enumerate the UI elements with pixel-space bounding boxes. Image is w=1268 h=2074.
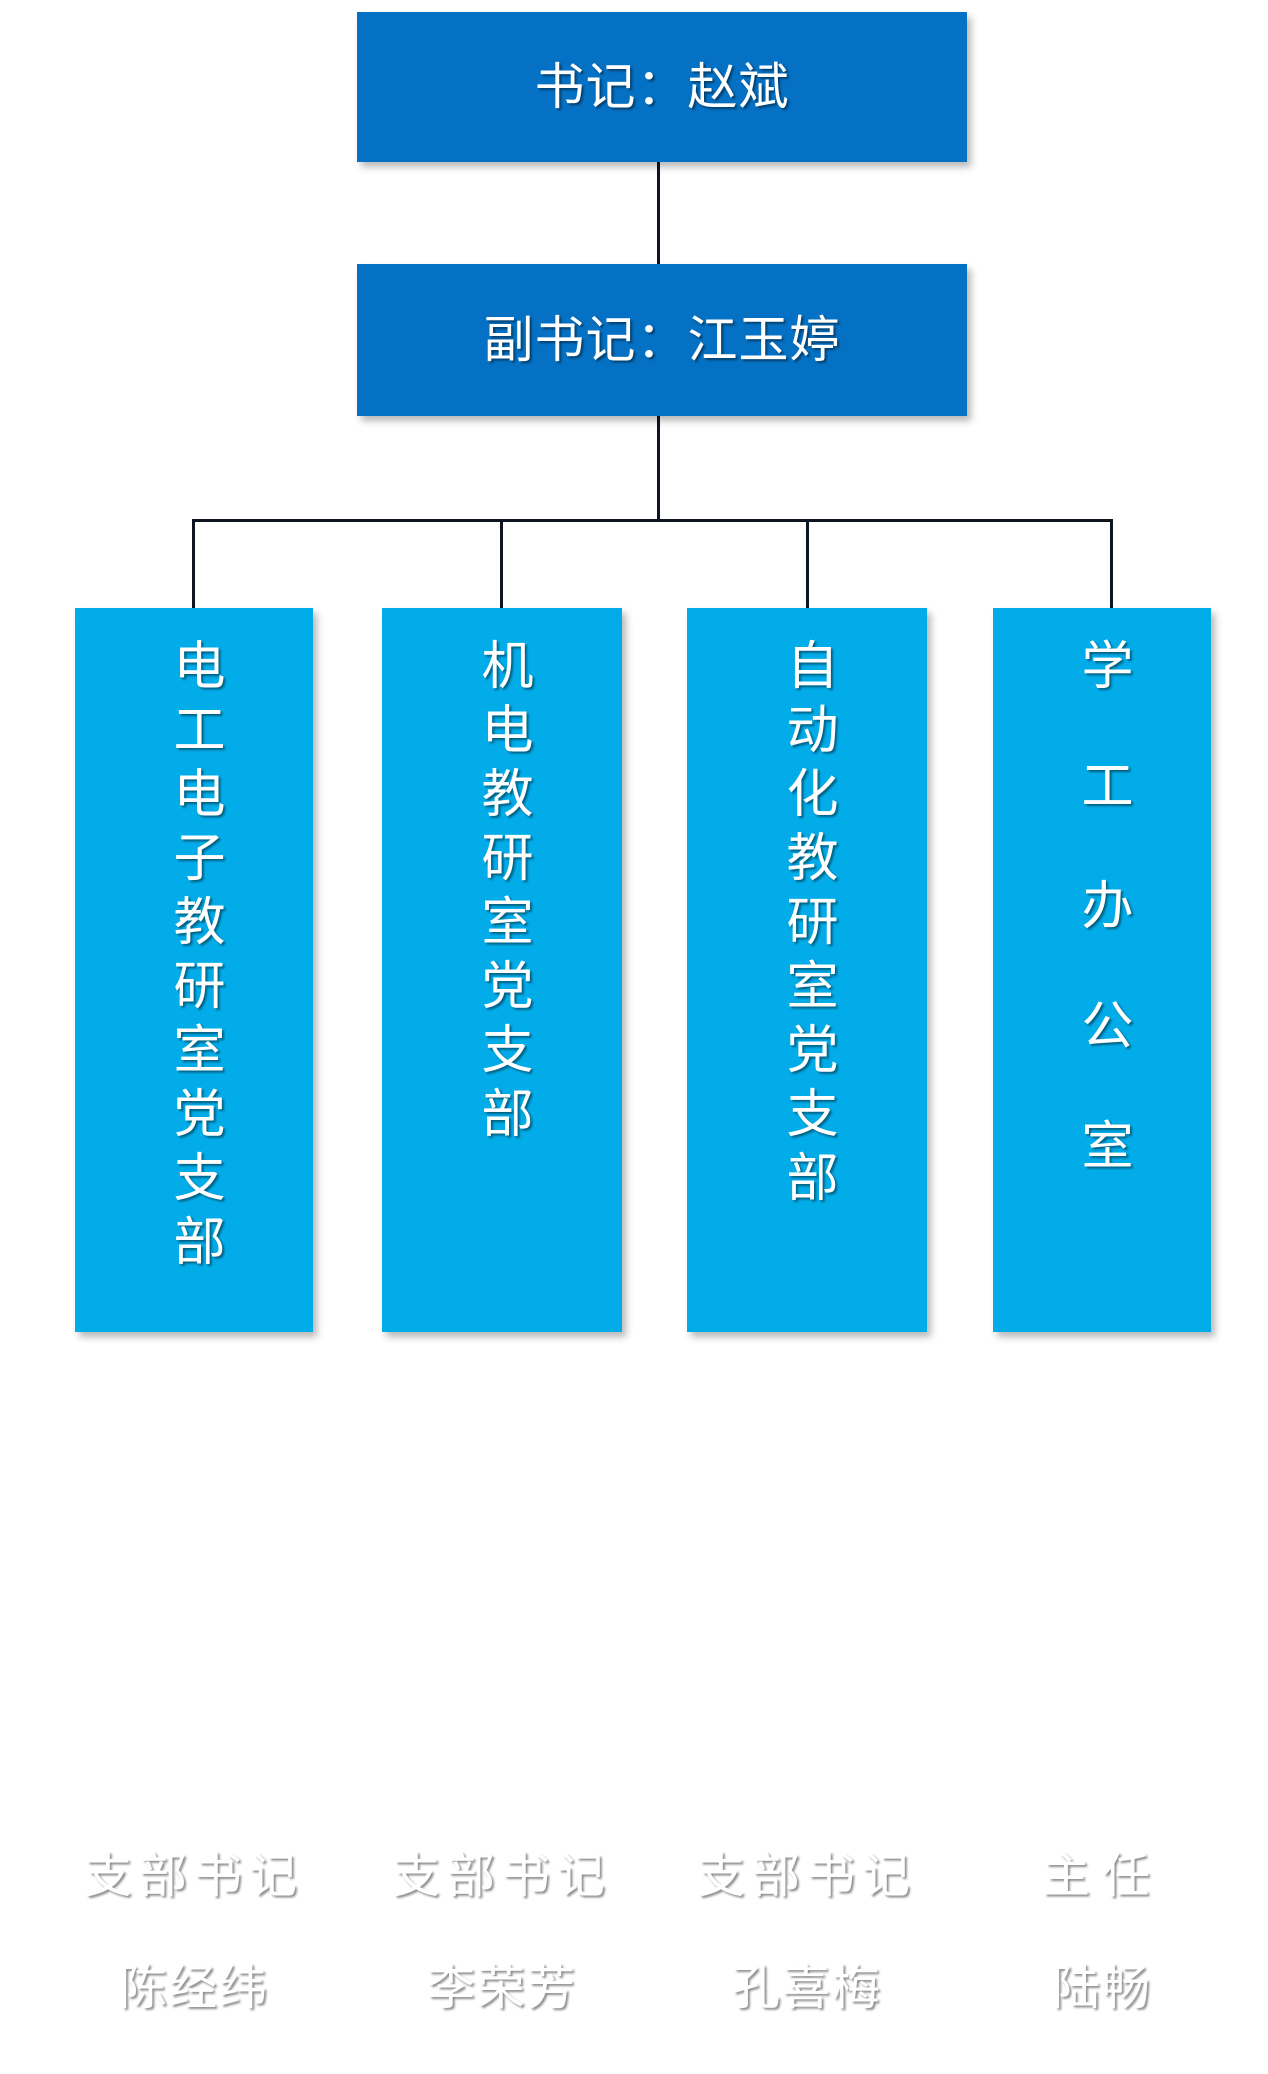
node-department-mechatronics[interactable]: 机电教研室党支部 支部书记 李荣芳 (382, 608, 622, 2015)
secretary-label: 书记：赵斌 (534, 59, 790, 115)
leader-title-1: 支部书记 (391, 1850, 612, 1904)
connector-secretary-to-deputy (657, 162, 660, 264)
node-department-automation[interactable]: 自动化教研室党支部 支部书记 孔喜梅 (687, 608, 927, 2015)
connector-drop-dept-3 (1110, 519, 1113, 608)
node-department-student-affairs[interactable]: 学工办公室 主任 陆畅 (993, 608, 1211, 2015)
department-name-vertical-0: 电工电子教研室党支部 (165, 638, 223, 1278)
leader-name-1: 李荣芳 (426, 1962, 577, 2016)
department-leader-3: 主任 陆畅 (993, 1793, 1211, 2074)
leader-title-2: 支部书记 (696, 1850, 917, 1904)
department-name-vertical-2: 自动化教研室党支部 (778, 638, 836, 1214)
deputy-secretary-label: 副书记：江玉婷 (483, 312, 841, 368)
org-chart: 书记：赵斌 副书记：江玉婷 电工电子教研室党支部 支部书记 陈经纬 机电教研室党… (75, 12, 1211, 2015)
node-deputy-secretary[interactable]: 副书记：江玉婷 (357, 264, 967, 416)
leader-name-2: 孔喜梅 (731, 1962, 882, 2016)
leader-name-0: 陈经纬 (118, 1962, 269, 2016)
connector-horizontal-bus (192, 519, 1113, 522)
connector-deputy-drop (657, 416, 660, 521)
department-leader-2: 支部书记 孔喜梅 (687, 1793, 927, 2074)
leader-title-3: 主任 (1041, 1850, 1162, 1904)
department-name-vertical-3: 学工办公室 (1073, 638, 1131, 1238)
department-leader-0: 支部书记 陈经纬 (75, 1793, 313, 2074)
leader-name-3: 陆畅 (1051, 1962, 1152, 2016)
node-secretary[interactable]: 书记：赵斌 (357, 12, 967, 162)
leader-title-0: 支部书记 (83, 1850, 304, 1904)
connector-drop-dept-0 (192, 519, 195, 608)
connector-drop-dept-2 (806, 519, 809, 608)
node-department-electrical-electronics[interactable]: 电工电子教研室党支部 支部书记 陈经纬 (75, 608, 313, 2015)
connector-drop-dept-1 (500, 519, 503, 608)
department-leader-1: 支部书记 李荣芳 (382, 1793, 622, 2074)
department-name-vertical-1: 机电教研室党支部 (473, 638, 531, 1150)
